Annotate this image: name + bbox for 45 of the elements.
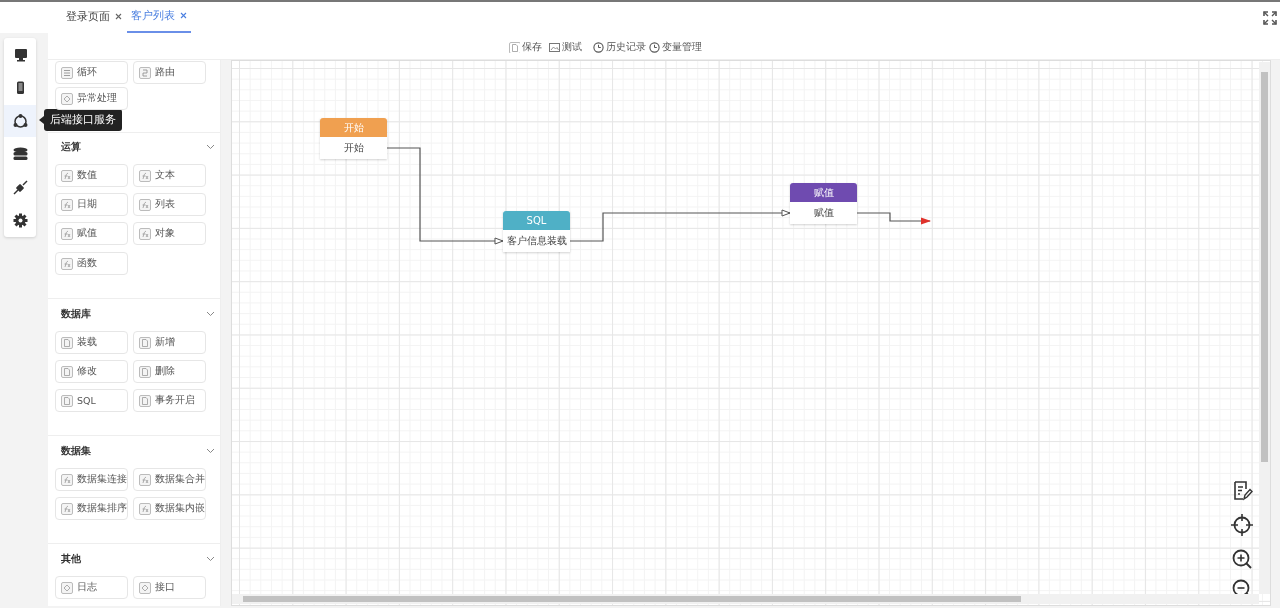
connector-arrow	[856, 212, 931, 225]
palette-item: 数据集合并	[133, 468, 206, 491]
palette-item: 异常处理	[55, 87, 128, 110]
palette-item: 日志	[55, 576, 128, 599]
tab: 登录页面	[62, 0, 126, 33]
toolbar-button: 测试	[549, 37, 582, 57]
node-label: 开始	[343, 141, 364, 155]
palette-item: 删除	[133, 360, 206, 383]
palette-item: 事务开启	[133, 389, 206, 412]
process-box	[320, 118, 387, 159]
section-heading: 数据库	[61, 307, 91, 321]
palette-item: 数据集内嵌	[133, 497, 206, 520]
palette-item: 赋值	[55, 222, 128, 245]
toolbar-button: 变量管理	[649, 37, 702, 57]
node-label: 赋值	[813, 206, 834, 220]
palette-item: SQL	[55, 389, 128, 412]
palette-item: 日期	[55, 193, 128, 216]
section-heading: 其他	[61, 552, 81, 566]
palette-item: 对象	[133, 222, 206, 245]
palette-item: 接口	[133, 576, 206, 599]
section-heading: 运算	[61, 140, 81, 154]
palette-item: 数据集连接	[55, 468, 128, 491]
palette-item: 文本	[133, 164, 206, 187]
palette-item: 列表	[133, 193, 206, 216]
palette-item: 数值	[55, 164, 128, 187]
tab: 客户列表	[127, 0, 191, 33]
connector-arrow	[569, 209, 791, 242]
palette-item: 新增	[133, 331, 206, 354]
node-header: 赋值	[790, 183, 857, 202]
node-label: 客户信息装载	[506, 234, 567, 248]
section-heading: 数据集	[61, 444, 91, 458]
connector-arrow	[386, 147, 504, 245]
process-box	[790, 183, 857, 224]
palette-item: 数据集排序	[55, 497, 128, 520]
process-box	[503, 211, 570, 252]
tooltip: 后端接口服务	[44, 109, 122, 131]
toolbar-button: 保存	[509, 37, 542, 57]
palette-item: 装载	[55, 331, 128, 354]
toolbar-button: 历史记录	[593, 37, 646, 57]
node-header: SQL	[503, 211, 570, 230]
palette-item: 函数	[55, 252, 128, 275]
palette-item: 修改	[55, 360, 128, 383]
node-header: 开始	[320, 118, 387, 137]
palette-item: 循环	[55, 61, 128, 84]
palette-item: 路由	[133, 61, 206, 84]
